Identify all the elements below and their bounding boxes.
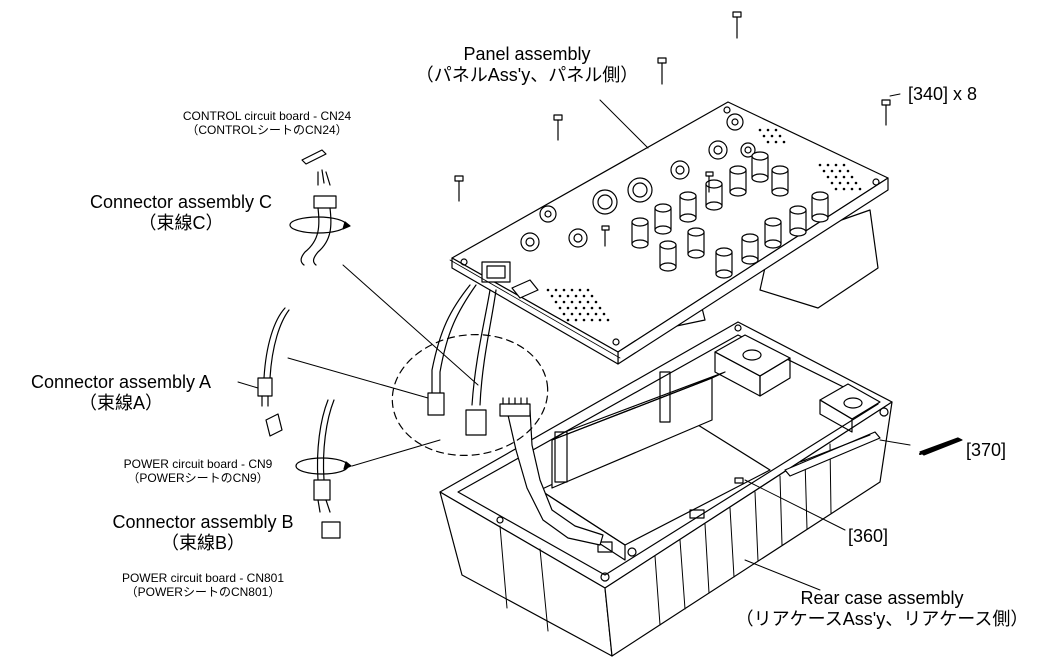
power-inlet	[481, 261, 511, 283]
panel-knobs	[631, 151, 829, 279]
leader-lines	[237, 93, 911, 591]
connector-assembly-a-drawing	[257, 307, 290, 437]
connector-b-rotate-arrow	[295, 457, 349, 475]
label-power-cn801-en: POWER circuit board - CN801	[121, 571, 285, 585]
ribbon-connector-top	[499, 403, 531, 417]
label-connector-c-ja: （束線C）	[138, 212, 224, 233]
label-power-cn9: POWER circuit board - CN9 （POWERシートのCN9）	[98, 457, 298, 486]
label-power-cn801: POWER circuit board - CN801 （POWERシートのCN…	[88, 571, 318, 600]
connector-a-plug	[257, 377, 273, 397]
connector-c-plug	[313, 195, 337, 209]
control-cn24-socket	[301, 149, 327, 165]
panel-assembly	[449, 101, 889, 365]
label-power-cn801-ja: （POWERシートのCN801）	[125, 584, 281, 599]
screws-340	[454, 11, 891, 247]
power-switch	[511, 279, 539, 299]
label-rear-case-en: Rear case assembly	[800, 588, 964, 608]
label-connector-c-en: Connector assembly C	[89, 192, 273, 212]
panel-vents	[546, 128, 862, 322]
label-rear-case-ja: （リアケースAss'y、リアケース側）	[735, 608, 1029, 629]
label-control-cn24-ja: （CONTROLシートのCN24）	[186, 122, 348, 137]
connector-assembly-b-drawing	[295, 399, 352, 539]
label-connector-b: Connector assembly B （束線B）	[90, 512, 316, 553]
label-connector-a: Connector assembly A （束線A）	[8, 372, 234, 413]
label-panel-assembly-en: Panel assembly	[463, 44, 591, 64]
connector-b-plug	[313, 479, 331, 501]
rear-case-right-wall	[604, 401, 893, 657]
rear-case-ribs	[499, 443, 832, 632]
label-power-cn9-en: POWER circuit board - CN9	[123, 457, 273, 471]
label-panel-assembly: Panel assembly （パネルAss'y、パネル側）	[412, 44, 642, 85]
connector-b-housing-panel	[465, 409, 487, 436]
connection-highlight-ellipse	[391, 334, 549, 456]
label-connector-a-en: Connector assembly A	[30, 372, 212, 392]
label-part-360: [360]	[848, 526, 889, 546]
power-circuit-board	[539, 371, 881, 561]
power-cn9-socket	[265, 413, 283, 437]
label-connector-b-en: Connector assembly B	[112, 512, 294, 532]
label-control-cn24: CONTROL circuit board - CN24 （CONTROLシート…	[172, 109, 362, 138]
panel-cables	[427, 284, 497, 436]
label-power-cn9-ja: （POWERシートのCN9）	[127, 470, 269, 485]
panel-jacks	[520, 113, 756, 252]
label-screws-340: [340] x 8	[908, 84, 978, 104]
power-cn801-socket	[321, 521, 341, 539]
label-connector-c: Connector assembly C （束線C）	[68, 192, 294, 233]
label-control-cn24-en: CONTROL circuit board - CN24	[182, 109, 352, 123]
label-connector-b-ja: （束線B）	[160, 532, 245, 553]
connector-a-housing-panel	[427, 392, 445, 416]
label-panel-assembly-ja: （パネルAss'y、パネル側）	[415, 64, 639, 85]
label-rear-case: Rear case assembly （リアケースAss'y、リアケース側）	[716, 588, 1048, 629]
label-part-370: [370]	[966, 440, 1007, 460]
label-connector-a-ja: （束線A）	[78, 392, 163, 413]
ribbon-cable	[499, 397, 604, 546]
connector-assembly-c-drawing	[289, 149, 351, 266]
rear-case-rim-inner	[457, 334, 879, 576]
